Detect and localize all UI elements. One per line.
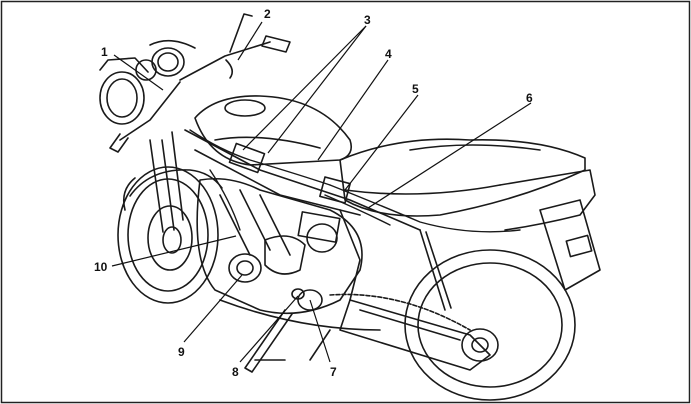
drive-chain bbox=[329, 293, 471, 331]
swing-arm bbox=[339, 299, 491, 371]
callout-6: 6 bbox=[526, 91, 533, 105]
engine bbox=[196, 177, 363, 315]
seat bbox=[339, 138, 586, 217]
leader-4 bbox=[317, 59, 389, 161]
leader-7 bbox=[309, 299, 331, 363]
connector-box-a bbox=[228, 142, 266, 174]
callout-9: 9 bbox=[178, 345, 185, 359]
rear-cowl bbox=[499, 169, 601, 291]
motorcycle-drawing bbox=[99, 13, 601, 401]
leader-3b bbox=[267, 25, 367, 154]
headlight bbox=[99, 57, 149, 125]
rear-wheel bbox=[404, 249, 576, 401]
callout-1: 1 bbox=[101, 45, 108, 59]
callout-5: 5 bbox=[412, 82, 419, 96]
battery-box bbox=[297, 211, 341, 243]
front-fork bbox=[149, 131, 184, 233]
leader-9 bbox=[183, 274, 243, 343]
leader-6 bbox=[367, 102, 532, 209]
wiring-harness bbox=[189, 129, 521, 233]
rear-shock bbox=[419, 229, 446, 311]
leader-8 bbox=[239, 295, 299, 363]
lower-engine-cover bbox=[219, 299, 381, 331]
fuel-tank bbox=[194, 95, 353, 166]
front-fender bbox=[129, 169, 223, 197]
leader-2 bbox=[237, 21, 263, 61]
leader-10 bbox=[111, 235, 237, 267]
callout-7: 7 bbox=[330, 365, 337, 379]
instrument-cluster bbox=[135, 39, 196, 81]
callout-4: 4 bbox=[385, 47, 392, 61]
callout-3: 3 bbox=[364, 13, 371, 27]
front-wheel bbox=[117, 166, 219, 304]
leader-1 bbox=[113, 54, 164, 91]
leader-5 bbox=[344, 94, 419, 191]
callout-2: 2 bbox=[264, 7, 271, 21]
leader-lines bbox=[111, 21, 532, 363]
frame bbox=[184, 129, 421, 301]
stand-and-pegs bbox=[244, 309, 331, 373]
leader-3a bbox=[242, 25, 367, 151]
callout-8: 8 bbox=[232, 365, 239, 379]
callout-10: 10 bbox=[94, 260, 108, 274]
relay-box bbox=[319, 176, 351, 204]
rear-shock-spring bbox=[425, 231, 452, 309]
handlebars bbox=[109, 13, 291, 153]
